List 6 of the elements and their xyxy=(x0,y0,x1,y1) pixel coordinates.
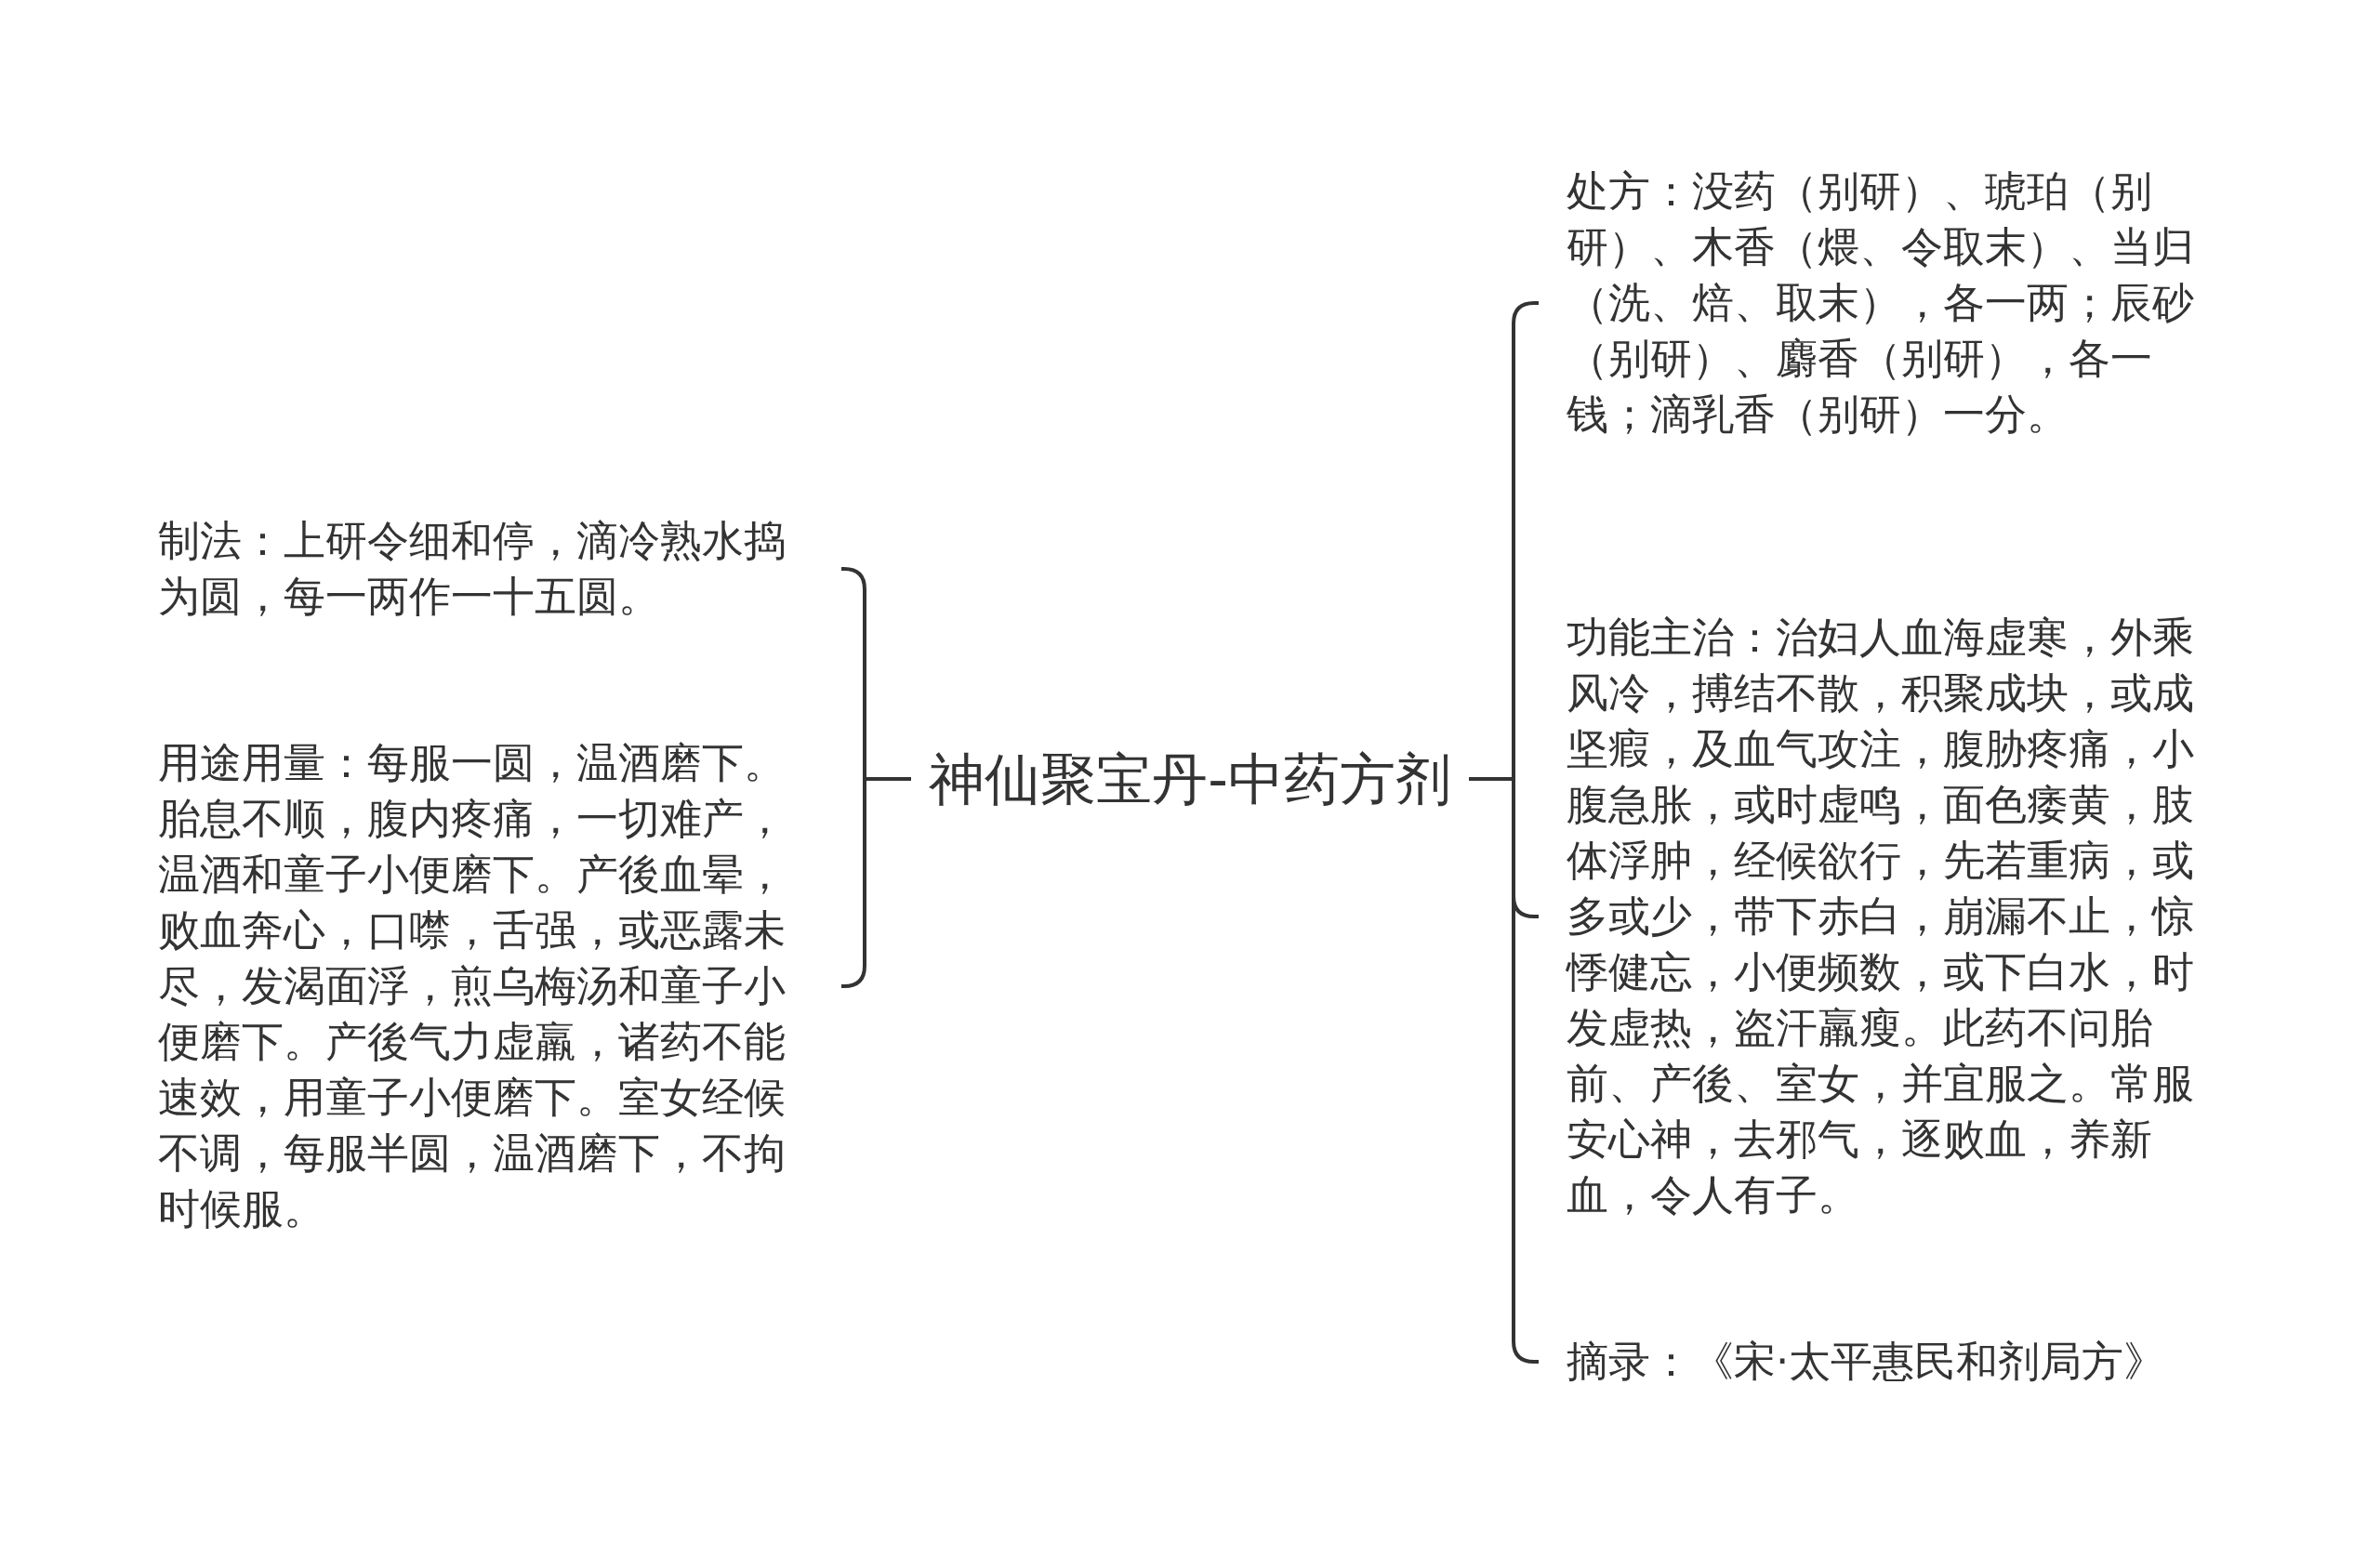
branch-text: 功能主治：治妇人血海虚寒，外乘风冷，搏结不散，积聚成块，或成坚瘕，及血气攻注，腹胁疼痛，小腹急胀，或时虚鸣，面色痿黄，肢体浮肿，经候欲行，先若重病，或多或少，带下赤白，崩漏不止，惊悸健忘，小便频数，或下白水，时发虚热，盗汗羸瘦。此药不问胎前、产後、室女，并宜服之。常服安心神，去邪气，逐败血，养新血，令人有子。 xyxy=(1567,612,2195,1221)
branch-text: 制法：上研令细和停，滴冷熟水捣为圆，每一两作一十五圆。 xyxy=(158,515,787,623)
branch-text: 摘录：《宋·太平惠民和剂局方》 xyxy=(1567,1336,2167,1388)
branch-text: 用途用量：每服一圆，温酒磨下。胎息不顺，腹内疼痛，一切难产，温酒和童子小便磨下。产後血晕，败血奔心，口噤，舌强，或恶露未尽，发渴面浮，煎乌梅汤和童子小便磨下。产後气力虚羸，诸药不能速效，用童子小便磨下。室女经候不调，每服半圆，温酒磨下，不拘时候服。 xyxy=(158,737,787,1235)
topic-title: 神仙聚宝丹-中药方剂 xyxy=(928,745,1452,813)
branch-text: 处方：没药（别研）、琥珀（别研）、木香（煨、令取末）、当归（洗、焙、取末），各一两；辰砂（别研）、麝香（别研），各一钱；滴乳香（别研）一分。 xyxy=(1567,165,2195,441)
